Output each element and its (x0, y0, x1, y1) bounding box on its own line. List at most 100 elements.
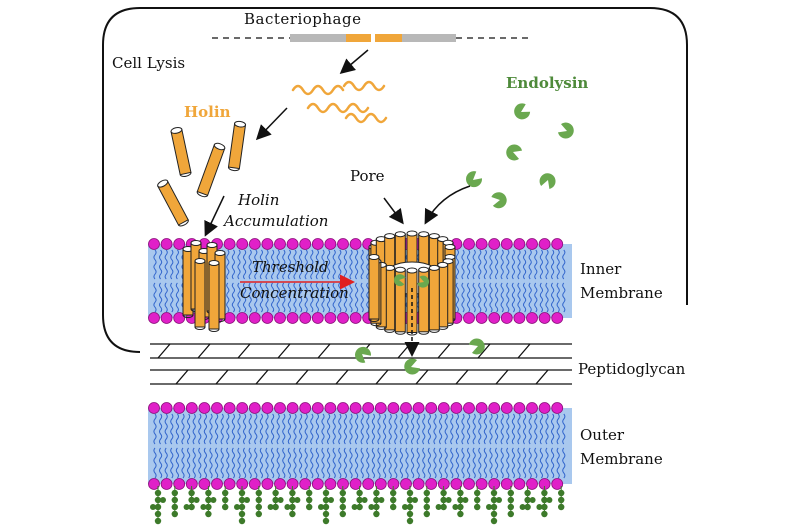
lipid-tail (483, 447, 487, 479)
lipid-tail (394, 413, 398, 445)
lipid-tail (231, 413, 235, 445)
label-peptidoglycan: Peptidoglycan (578, 360, 686, 378)
lps-sugar (306, 503, 313, 511)
lps-sugar (558, 489, 565, 497)
lipid-tail (164, 447, 168, 479)
lps-sugar (289, 496, 296, 504)
lipid-tail (562, 413, 566, 445)
label-pore: Pore (350, 167, 385, 185)
lipid-tail (478, 413, 482, 445)
lps-sugar (457, 489, 464, 497)
lipid-tail (231, 447, 235, 479)
lipid-tail (254, 249, 258, 280)
lipid-tail (259, 447, 263, 479)
lipid-tail (310, 282, 314, 313)
lipid-tail (159, 447, 163, 479)
lipid-tail (338, 413, 342, 445)
lps-sugar (154, 510, 162, 518)
lipid-tail (511, 282, 515, 313)
lps-sugar (193, 497, 200, 503)
lipid-head (400, 402, 412, 414)
lps-sugar (318, 504, 324, 510)
lipid-tail (450, 413, 454, 445)
lipid-tail (467, 413, 471, 445)
lipid-tail (287, 413, 291, 445)
lipid-tail (203, 447, 207, 479)
lipid-tail (271, 413, 275, 445)
cell-boundary (102, 7, 688, 353)
lipid-tail (315, 413, 319, 445)
lipid-head (286, 238, 299, 250)
lipid-tail (562, 282, 566, 313)
lipid-tail (556, 447, 560, 479)
lps-sugar (558, 503, 565, 511)
lps-sugar (390, 503, 397, 511)
lps-sugar (154, 503, 162, 511)
lipid-tail (237, 282, 241, 313)
lipid-head (185, 402, 198, 414)
lps-sugar (373, 496, 380, 504)
lipid-head (551, 312, 564, 324)
lipid-tail (489, 249, 493, 280)
endolysin (557, 122, 574, 139)
lps-sugar (356, 496, 363, 504)
lps-sugar (205, 496, 212, 504)
lipid-head (324, 238, 337, 250)
lipid-tail (153, 413, 157, 445)
lipid-tail (539, 282, 543, 313)
lps-sugar (222, 496, 229, 504)
lipid-tail (545, 249, 549, 280)
lipid-tail (327, 282, 331, 313)
lipid-tail (343, 413, 347, 445)
lipid-head (500, 312, 513, 324)
lipid-tail (332, 249, 336, 280)
lps-sugar (351, 504, 358, 510)
lps-sugar (255, 496, 262, 504)
lipid-tail (388, 447, 392, 479)
lps-sugar (541, 496, 548, 504)
free-holin-proteins (157, 120, 247, 227)
lipid-tail (282, 413, 286, 445)
lipid-tail (360, 282, 364, 313)
lps-sugar (452, 504, 459, 510)
lps-sugar (496, 497, 502, 503)
lps-sugar (294, 497, 301, 503)
lipid-tail (248, 249, 252, 280)
lipid-tail (551, 447, 555, 479)
lps-sugar (406, 510, 414, 518)
holin-accumulation-cluster (182, 240, 226, 332)
lipid-head (349, 312, 362, 324)
lipid-tail (254, 447, 258, 479)
lipid-tail (416, 447, 420, 479)
lipid-head (551, 238, 564, 250)
lps-sugar (507, 510, 514, 518)
lps-sugar (536, 504, 543, 510)
lipid-head (160, 478, 173, 490)
lipid-tail (478, 282, 482, 313)
lps-sugar (277, 497, 284, 503)
lipid-head (337, 402, 349, 414)
lps-sugar (255, 510, 262, 518)
lipid-head (148, 312, 160, 324)
lps-sugar (238, 489, 246, 497)
peptidoglycan-crosslink (317, 343, 331, 359)
lipid-tail (293, 282, 297, 313)
lipid-tail (226, 447, 230, 479)
lps-sugar (222, 503, 229, 511)
lipid-tail (282, 249, 286, 280)
lipid-head (463, 402, 475, 414)
lipid-tail (506, 282, 510, 313)
lipid-tail (287, 282, 291, 313)
lipid-tail (276, 447, 280, 479)
peptidoglycan-crosslink (197, 343, 211, 359)
lipid-head (223, 312, 236, 324)
peptidoglycan-crosslink (397, 343, 411, 359)
lipid-head (223, 238, 236, 250)
lps-sugar (205, 489, 212, 497)
lps-sugar (289, 510, 296, 518)
peptidoglycan-crosslink (455, 369, 469, 385)
lipid-tail (405, 447, 409, 479)
lipid-tail (528, 249, 532, 280)
lipid-tail (343, 447, 347, 479)
